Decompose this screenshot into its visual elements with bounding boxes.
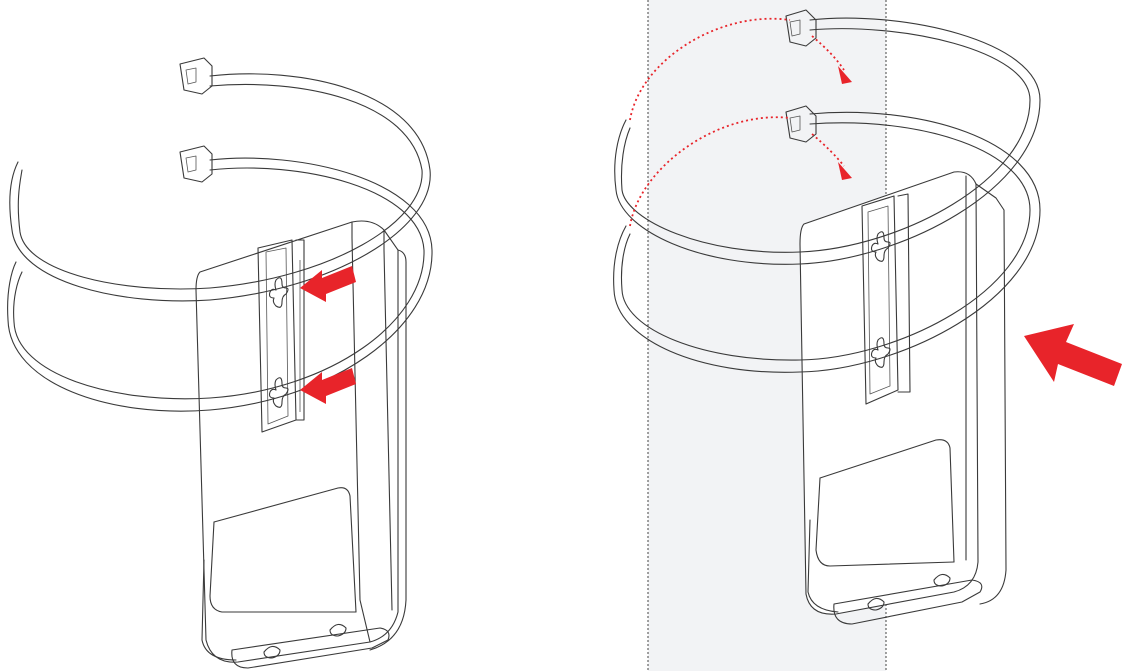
left-step-figure (8, 58, 432, 668)
right-step-figure (614, 0, 1122, 671)
right-bracket-body (800, 172, 1006, 624)
right-push-arrow (1024, 324, 1122, 386)
